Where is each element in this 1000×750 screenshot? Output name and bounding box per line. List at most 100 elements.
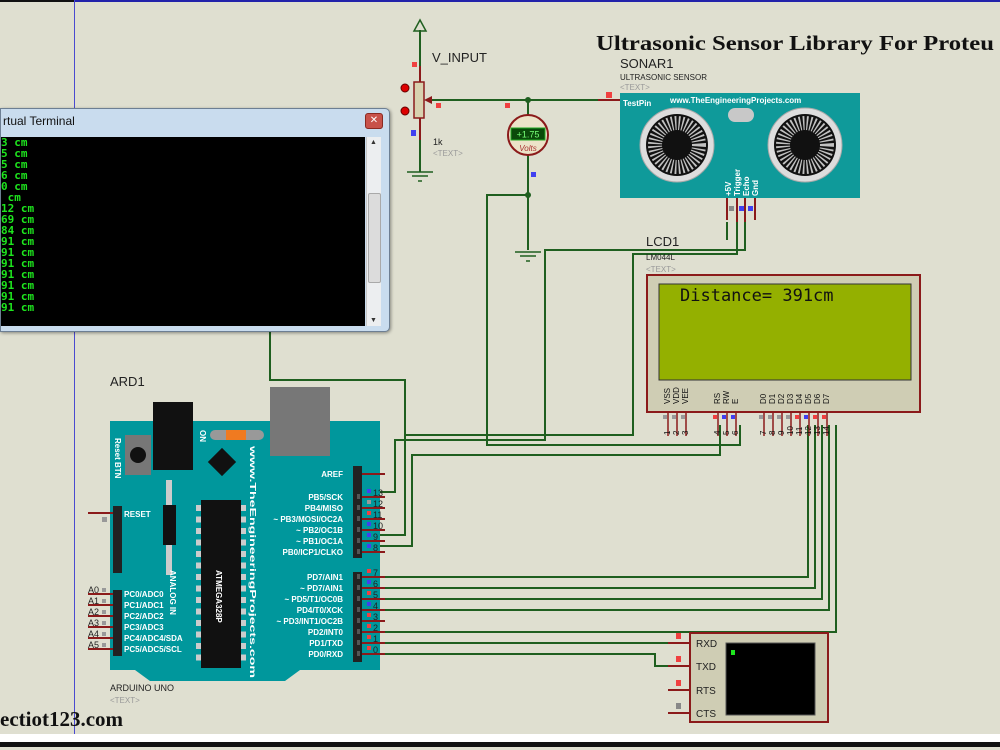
analog-pin-state: [102, 632, 106, 636]
serial-pin-label: TXD: [696, 662, 716, 673]
decrement-button[interactable]: [400, 106, 410, 116]
analog-pin-state: [102, 588, 106, 592]
window-titlebar[interactable]: rtual Terminal: [1, 109, 389, 133]
chip-pin: [241, 631, 246, 638]
crystal-icon: [728, 108, 754, 122]
chip-pin: [241, 551, 246, 557]
sonar-type: ULTRASONIC SENSOR: [620, 73, 707, 82]
digital-pin-state: [367, 613, 371, 617]
terminal-line: 3 cm: [1, 136, 28, 149]
header-socket: [357, 494, 360, 499]
digital-pin-label: PB5/SCK: [308, 493, 343, 502]
analog-pin-name: A2: [88, 607, 99, 617]
potentiometer[interactable]: 1k <TEXT>: [400, 66, 463, 158]
junction: [525, 192, 531, 198]
terminal-line: 91 cm: [1, 290, 35, 303]
serial-pin-state: [676, 656, 681, 662]
digital-pin-label: PB4/MISO: [305, 504, 343, 513]
terminal-line: 91 cm: [1, 246, 35, 259]
chip-pin: [196, 505, 201, 511]
digital-pin-state: [367, 533, 371, 537]
digital-pin-state: [367, 569, 371, 573]
chip-label: ATMEGA328P: [214, 570, 223, 623]
lcd-pin-state: [663, 415, 667, 419]
cursor: [731, 650, 735, 655]
digital-pin-state: [367, 646, 371, 650]
sonar-pin-echo: Echo: [742, 176, 751, 196]
chip-pin: [241, 643, 246, 649]
analog-header: [113, 590, 122, 656]
wiper-arrow-icon: [424, 96, 432, 104]
chip-pin: [196, 574, 201, 580]
lcd-pin-number: 14: [822, 426, 831, 435]
serial-pin-label: CTS: [696, 709, 716, 720]
digital-pin-number: 10: [373, 521, 383, 531]
ultrasonic-sensor[interactable]: SONAR1 ULTRASONIC SENSOR <TEXT> TestPin …: [598, 56, 860, 222]
chip-pin: [241, 516, 246, 523]
power-terminal[interactable]: V_INPUT: [412, 18, 487, 67]
transducer-right-icon: [767, 107, 843, 183]
chip-pin: [196, 643, 201, 649]
atmega-chip: [201, 500, 241, 668]
lcd-pin-number: 9: [777, 430, 786, 435]
analog-pin-name: A4: [88, 629, 99, 639]
lcd-pin-number: 7: [759, 430, 768, 435]
lcd-pin-name: VEE: [681, 388, 690, 404]
scroll-up-icon[interactable]: ▲: [370, 139, 377, 146]
scroll-down-icon[interactable]: ▼: [370, 317, 377, 324]
chip-pin: [196, 551, 201, 557]
arduino-uno[interactable]: ARD1 Reset BTN ON ANALOG IN ATMEGA328P w…: [88, 374, 385, 705]
header-socket: [357, 516, 360, 521]
reset-label: RESET: [124, 510, 151, 519]
digital-pin-number: 11: [373, 510, 382, 520]
scrollbar[interactable]: ▲ ▼: [366, 137, 381, 326]
lcd-display[interactable]: LCD1 LM044L <TEXT> VSS1VDD2VEE3RS4RW5E6D…: [646, 234, 921, 436]
sonar-pin-trigger: Trigger: [733, 169, 742, 196]
digital-pin-label: ~ PB1/OC1A: [296, 537, 343, 546]
pot-value: 1k: [433, 137, 443, 147]
sonar-brand: www.TheEngineeringProjects.com: [669, 96, 801, 105]
digital-pin-number: 9: [373, 532, 378, 542]
voltmeter[interactable]: +1.75 Volts: [505, 103, 549, 177]
analog-pin-label: PC4/ADC4/SDA: [124, 634, 183, 643]
analog-pin-label: PC5/ADC5/SCL: [124, 645, 182, 654]
chip-pin: [241, 528, 246, 534]
digital-pin-number: 4: [373, 601, 378, 611]
chip-pin: [241, 585, 246, 592]
ground-icon: [515, 251, 541, 262]
header-socket: [357, 505, 360, 510]
terminal-line: 12 cm: [1, 202, 35, 215]
digital-pin-state: [367, 522, 371, 526]
analog-pin-name: A5: [88, 640, 99, 650]
digital-pin-label: PD2/INT0: [308, 628, 344, 637]
reset-btn-label: Reset BTN: [113, 438, 122, 479]
page-title: Ultrasonic Sensor Library For Proteu: [596, 31, 994, 55]
serial-terminal-screen: [725, 642, 816, 716]
scrollbar-thumb[interactable]: [368, 193, 381, 283]
sonar-pin-gnd: Gnd: [751, 180, 760, 196]
digital-pin-state: [367, 635, 371, 639]
close-button[interactable]: ✕: [365, 113, 383, 129]
lcd-model: LM044L: [646, 253, 675, 262]
terminal-line: 69 cm: [1, 213, 35, 226]
header-socket: [357, 585, 360, 590]
usb-port-icon: [270, 387, 330, 456]
digital-pin-number: 13: [373, 488, 383, 498]
lcd-pin-number: 13: [813, 426, 822, 435]
digital-pin-label: PD4/T0/XCK: [297, 606, 343, 615]
header-socket: [357, 629, 360, 634]
terminal-line: 84 cm: [1, 224, 35, 237]
digital-pin-state: [367, 624, 371, 628]
increment-button[interactable]: [400, 83, 410, 93]
arduino-brand: www.TheEngineeringProjects.com: [248, 444, 257, 678]
lcd-pin-name: D0: [759, 393, 768, 404]
voltmeter-unit: Volts: [519, 144, 537, 153]
website-watermark: ectiot123.com: [0, 707, 124, 731]
sonar-text: <TEXT>: [620, 83, 650, 92]
lcd-pin-state: [722, 415, 726, 419]
chip-pin: [241, 608, 246, 615]
